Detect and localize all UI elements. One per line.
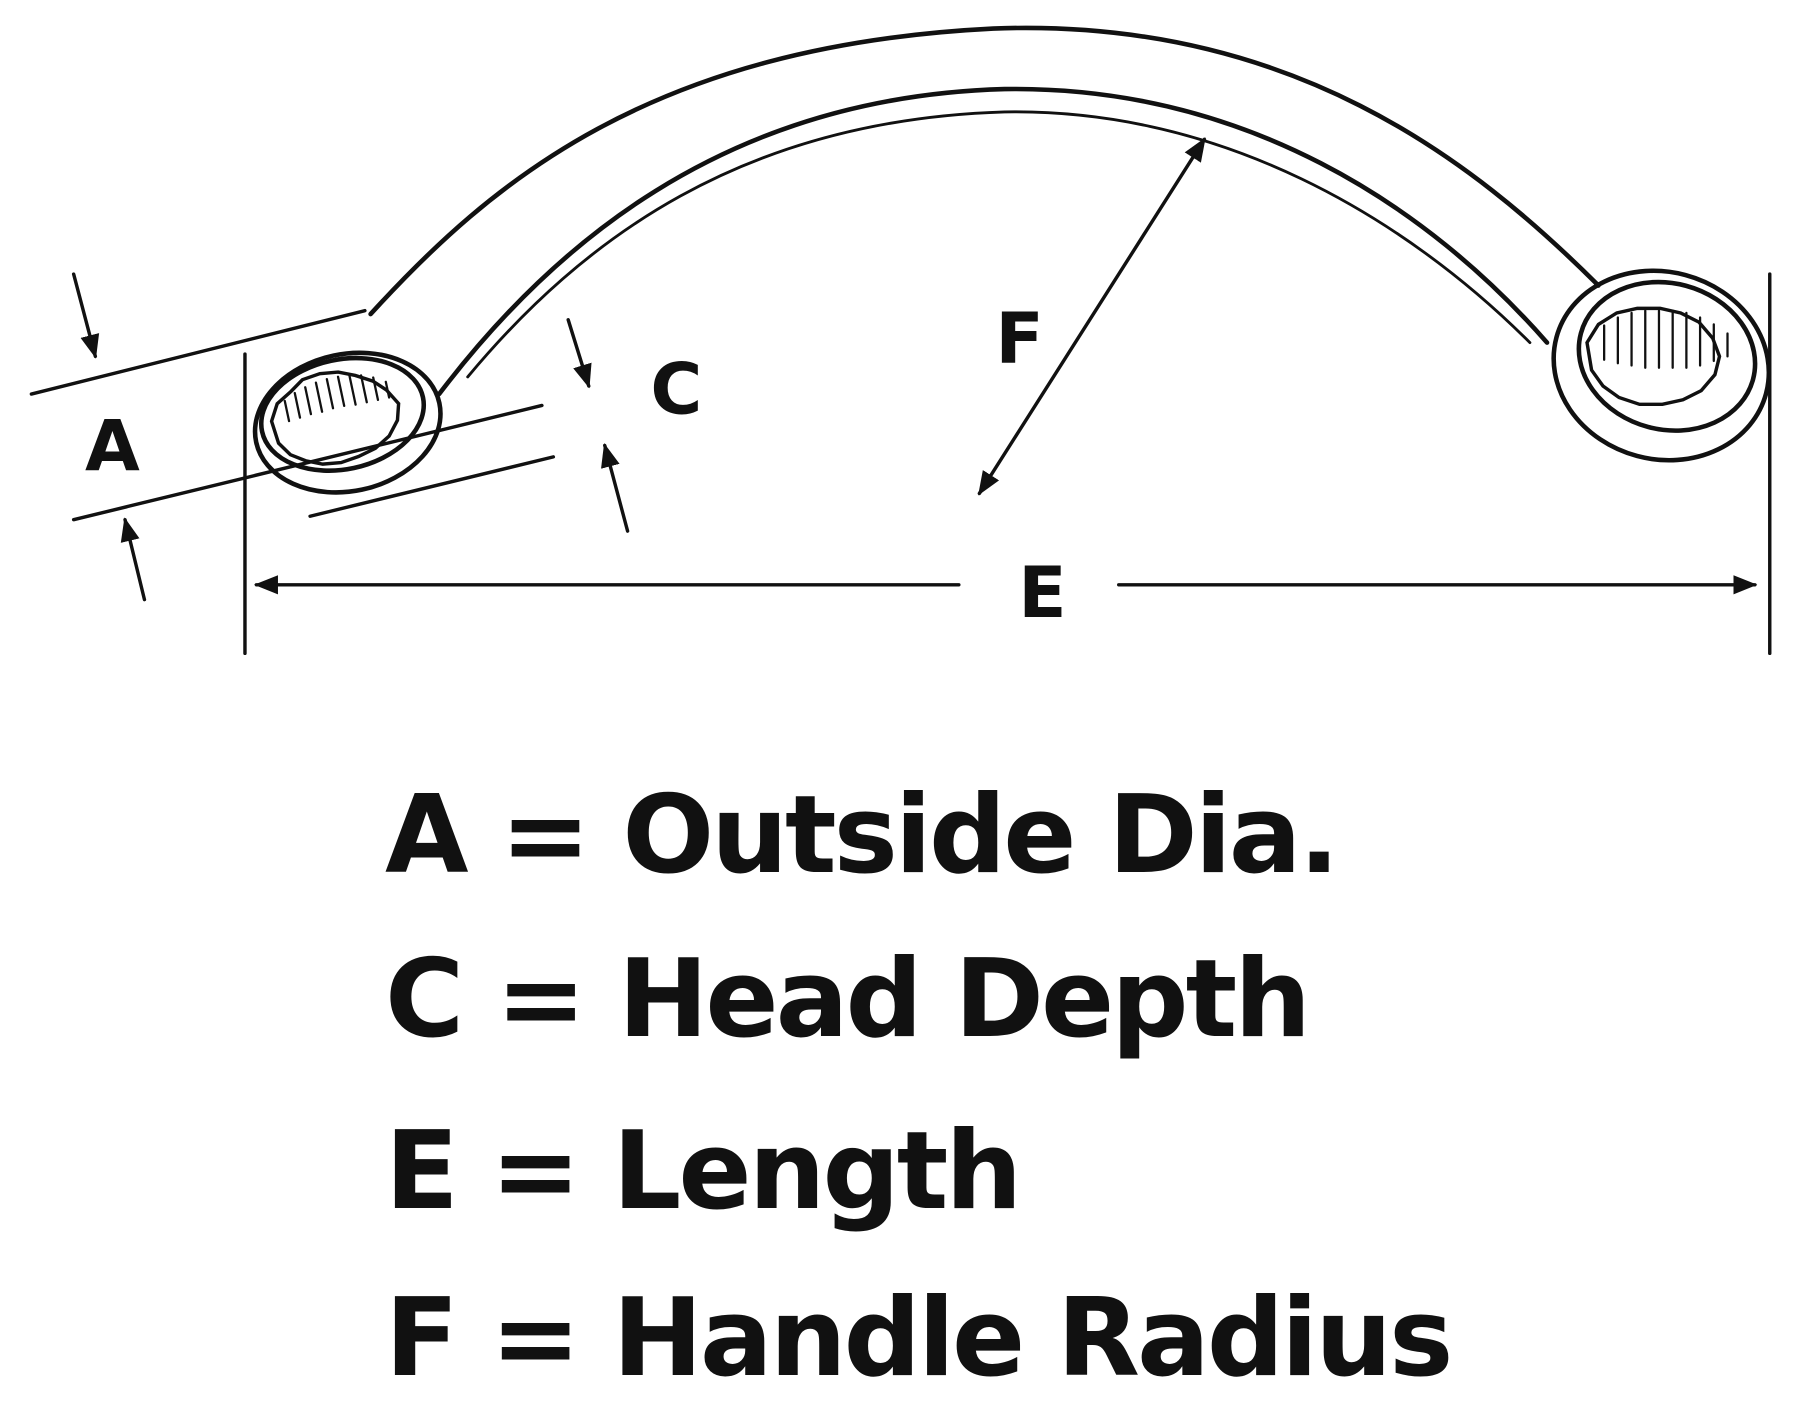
wrench-handle-inner [436,86,1550,397]
legend-equals: = [500,773,590,898]
legend-text: Head Depth [617,937,1311,1062]
legend-key: F [385,1276,459,1401]
legend-item-e: E = Length [385,1118,1022,1226]
right-box-end [1551,268,1772,463]
dim-a-arrow-bottom [120,517,147,602]
label-f: F [995,297,1043,380]
legend-key: E [385,1109,459,1234]
label-e: E [1018,551,1066,634]
legend-equals: = [490,1276,580,1401]
legend-item-a: A = Outside Dia. [385,782,1340,890]
wrench-handle-outer [368,25,1601,317]
legend-equals: = [495,937,586,1062]
legend-equals: = [490,1109,580,1234]
legend-item-f: F = Handle Radius [385,1285,1453,1393]
legend-text: Handle Radius [612,1276,1454,1401]
dim-a-top-line [29,308,367,396]
legend-item-c: C = Head Depth [385,946,1311,1054]
legend-text: Outside Dia. [622,773,1339,898]
dim-f-arrow [977,137,1207,496]
wrench-handle-highlight [466,110,1532,379]
dim-c-arrow-top [566,318,592,389]
label-c: C [650,347,702,430]
legend-text: Length [612,1109,1023,1234]
label-a: A [85,405,140,488]
dim-a-bottom-line [71,403,544,522]
dim-a-arrow-top [71,272,100,359]
legend-key: C [385,937,464,1062]
dim-c-bottom-line [308,455,556,518]
legend-key: A [385,773,469,898]
dim-c-arrow-bottom [601,443,630,533]
left-box-end [252,350,443,495]
